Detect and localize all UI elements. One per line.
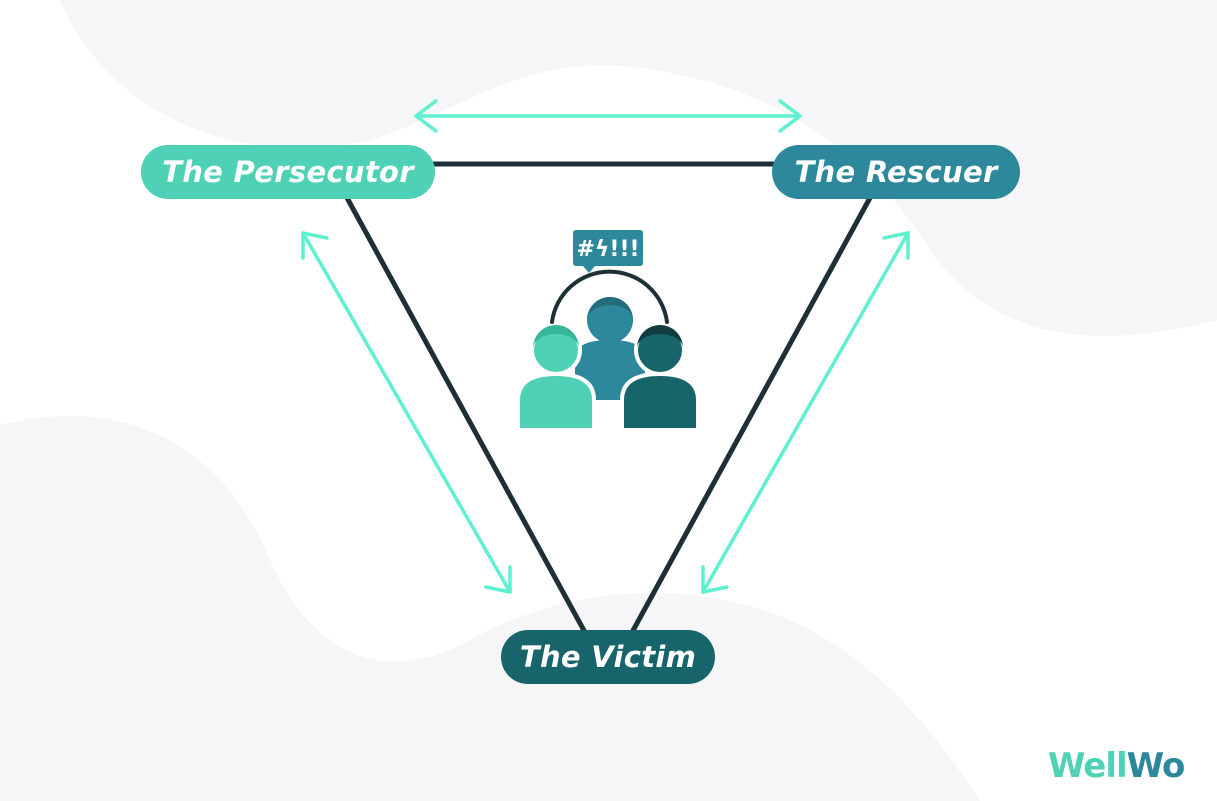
arrow-right <box>701 231 910 594</box>
edge-persecutor-victim <box>343 194 590 638</box>
logo-part-well: Well <box>1048 746 1128 786</box>
node-persecutor-label: The Persecutor <box>162 155 414 189</box>
background-blob-bottom <box>0 416 980 801</box>
node-victim-label: The Victim <box>519 640 697 674</box>
node-rescuer-label: The Rescuer <box>794 155 998 189</box>
background-blob-top <box>60 0 1217 336</box>
wellwo-logo: WellWo <box>1048 746 1186 786</box>
node-persecutor: The Persecutor <box>141 145 435 199</box>
arrow-top <box>414 99 802 133</box>
node-rescuer: The Rescuer <box>772 145 1020 199</box>
arrow-left <box>301 231 512 594</box>
node-victim: The Victim <box>501 630 715 684</box>
arguing-group-icon: #ϟ!!! <box>516 230 700 432</box>
speech-text: #ϟ!!! <box>576 237 639 262</box>
edge-rescuer-victim <box>627 194 874 638</box>
logo-part-wo: Wo <box>1126 746 1186 786</box>
